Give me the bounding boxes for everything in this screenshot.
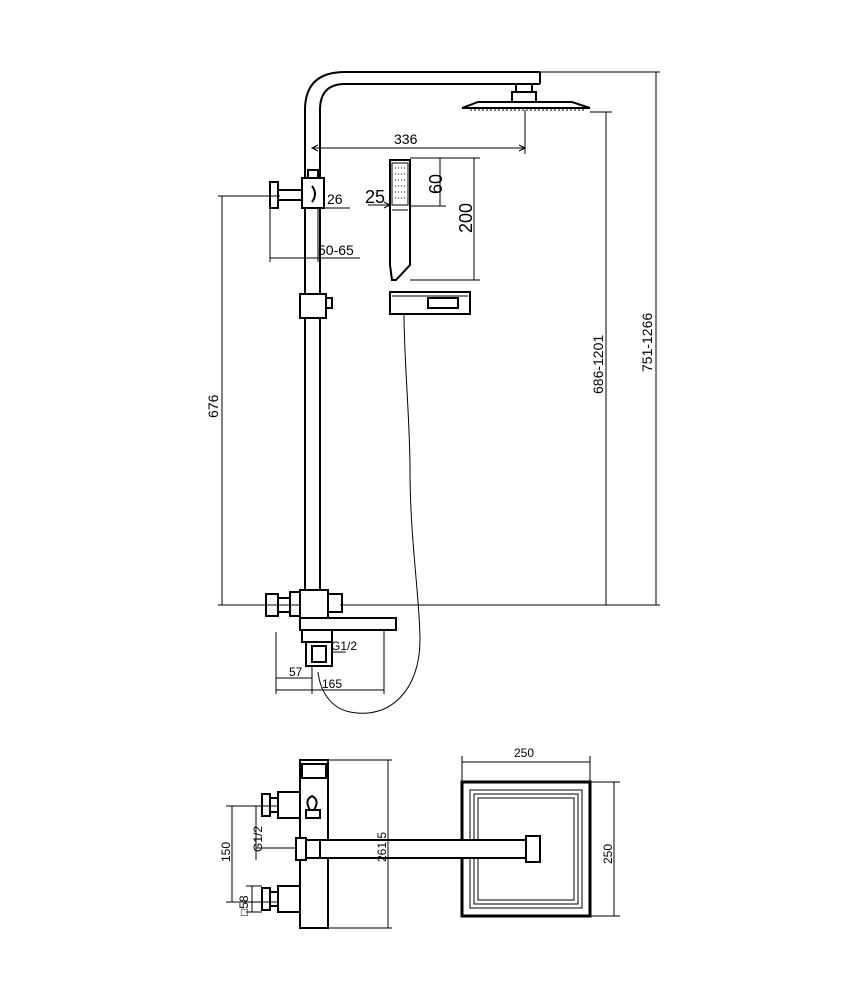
arm-end-cap (525, 835, 541, 863)
dim-bar-height: 676 (205, 394, 221, 418)
dim-total-height: 751-1266 (639, 313, 655, 372)
dim-head-depth: 250 (601, 844, 615, 864)
dim-holder-range: 50-65 (318, 242, 354, 258)
hand-shower (389, 159, 411, 281)
dim-head-width: 250 (514, 746, 534, 760)
riser-pipe (304, 71, 541, 598)
dim-holder-offset: 26 (327, 191, 343, 207)
shower-hose (317, 313, 421, 714)
hand-shower-holder (389, 291, 471, 315)
dim-body-height: 261.5 (375, 832, 389, 862)
nozzle-pattern (395, 167, 405, 199)
dim-spout-reach: 165 (322, 677, 342, 691)
dimension-lines-front (218, 71, 660, 694)
dim-head-height: 686-1201 (590, 335, 606, 394)
dim-handshower-width: 25 (365, 187, 385, 207)
dim-square-size: □58 (237, 895, 251, 916)
handshower-slider (269, 169, 325, 209)
dim-inlet-thread: G1/2 (331, 639, 357, 653)
dim-mixer-depth: 57 (289, 665, 303, 679)
dim-arm-reach: 336 (394, 131, 418, 147)
dimension-lines-plan (226, 756, 620, 929)
mixer-body-plan (261, 759, 329, 929)
shower-arm-overlay (319, 839, 541, 859)
dim-handshower-top: 60 (426, 174, 446, 194)
dim-inlet-thread-side: G1/2 (251, 826, 265, 852)
dim-handshower-length: 200 (456, 203, 476, 233)
dim-inlet-spacing: 150 (219, 842, 233, 862)
wall-bracket (299, 293, 333, 319)
rain-shower-head-side (461, 83, 591, 111)
thermostatic-mixer (265, 589, 397, 667)
